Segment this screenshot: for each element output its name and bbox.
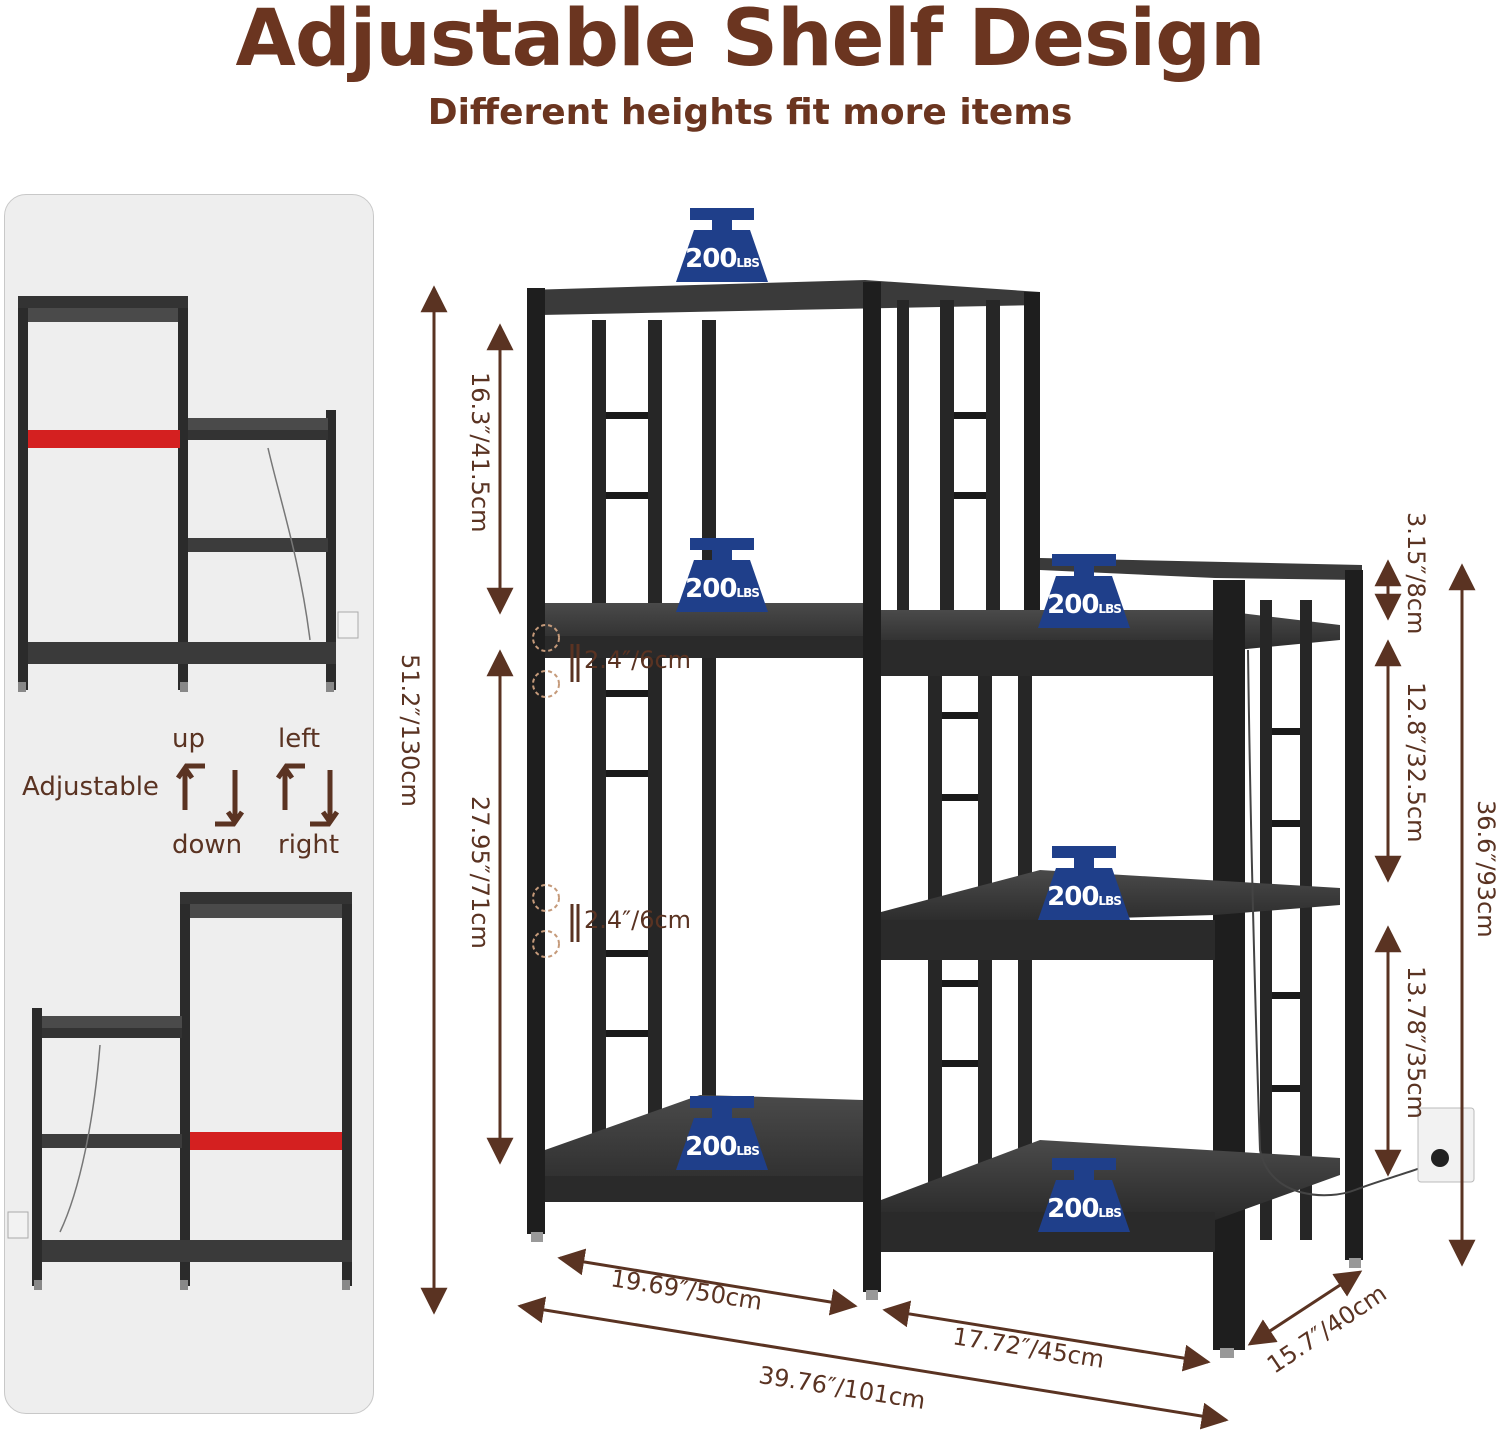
dim-lower-section: 27.95″/71cm	[466, 796, 494, 949]
load-unit: LBS	[736, 1144, 759, 1158]
dim-hole-gap-top: 2.4″/6cm	[584, 646, 692, 674]
load-value: 200	[685, 574, 737, 604]
page-title: Adjustable Shelf Design	[235, 0, 1265, 84]
mini-shelf-bottom	[7, 892, 352, 1290]
load-value: 200	[685, 1132, 737, 1162]
load-unit: LBS	[1098, 1206, 1121, 1220]
weight-icon	[676, 208, 768, 282]
load-unit: LBS	[1098, 894, 1121, 908]
weight-icon	[1038, 554, 1130, 628]
load-badge: 200LBS	[672, 204, 772, 286]
weight-icon	[1038, 846, 1130, 920]
load-badge: 200LBS	[1034, 550, 1134, 632]
dimension-lines	[420, 285, 1476, 1430]
page-subtitle: Different heights fit more items	[427, 92, 1073, 133]
adjust-left-label: left	[278, 724, 321, 754]
adjust-up-label: up	[172, 724, 205, 754]
adjust-up-down-icon	[175, 763, 245, 827]
load-badge: 200LBS	[1034, 842, 1134, 924]
load-unit: LBS	[736, 586, 759, 600]
highlighted-shelf-2	[190, 1132, 342, 1150]
dim-top-section: 16.3″/41.5cm	[466, 372, 494, 533]
mini-shelf-top	[18, 296, 359, 692]
weight-icon	[676, 538, 768, 612]
adjust-right-label: right	[278, 830, 340, 860]
load-value: 200	[1047, 882, 1099, 912]
weight-icon	[676, 1096, 768, 1170]
weight-icon	[1038, 1158, 1130, 1232]
main-shelf	[527, 280, 1475, 1358]
dim-right-upper: 12.8″/32.5cm	[1402, 682, 1430, 843]
load-value: 200	[1047, 1194, 1099, 1224]
adjust-down-label: down	[172, 830, 243, 860]
dim-total-height: 51.2″/130cm	[396, 654, 424, 807]
load-value: 200	[685, 244, 737, 274]
load-badge: 200LBS	[1034, 1154, 1134, 1236]
load-unit: LBS	[1098, 602, 1121, 616]
dim-top-edge: 3.15″/8cm	[1402, 512, 1430, 635]
load-badge: 200LBS	[672, 1092, 772, 1174]
load-unit: LBS	[736, 256, 759, 270]
load-value: 200	[1047, 590, 1099, 620]
adjust-label: Adjustable	[22, 772, 159, 802]
dim-right-height: 36.6″/93cm	[1472, 800, 1500, 938]
dim-hole-gap-bottom: 2.4″/6cm	[584, 906, 692, 934]
adjust-left-right-icon	[275, 763, 340, 827]
load-badge: 200LBS	[672, 534, 772, 616]
dim-right-lower: 13.78″/35cm	[1402, 966, 1430, 1119]
highlighted-shelf	[28, 430, 180, 448]
